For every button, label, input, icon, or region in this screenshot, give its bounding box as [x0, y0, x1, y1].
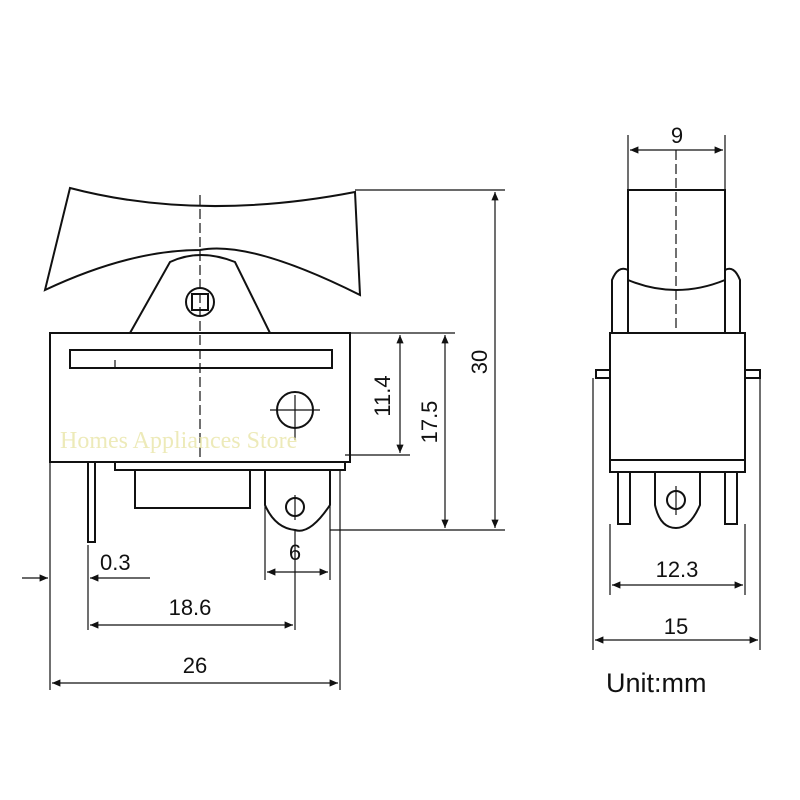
dim-12-3: 12.3: [656, 557, 699, 582]
dim-30: 30: [467, 350, 492, 374]
dim-18-6: 18.6: [169, 595, 212, 620]
unit-label: Unit:mm: [606, 668, 707, 698]
front-view: 9 12.3 15: [592, 123, 761, 650]
dim-11-4: 11.4: [370, 375, 395, 416]
terminal-tab: [264, 469, 331, 532]
dim-17-5: 17.5: [417, 401, 442, 444]
left-pin: [87, 461, 96, 543]
dim-9: 9: [671, 123, 683, 148]
dim-6: 6: [289, 540, 301, 565]
body-front: [609, 332, 746, 461]
rocker-actuator: [43, 186, 362, 297]
watermark: Homes Appliances Store: [60, 428, 297, 454]
side-view: 11.4 17.5 30 6 0.3 18.6 26: [22, 186, 505, 690]
dim-15: 15: [664, 614, 688, 639]
dim-26: 26: [183, 653, 207, 678]
center-terminal: [654, 471, 701, 530]
base-block: [134, 469, 251, 509]
dim-0-3: 0.3: [100, 550, 131, 575]
